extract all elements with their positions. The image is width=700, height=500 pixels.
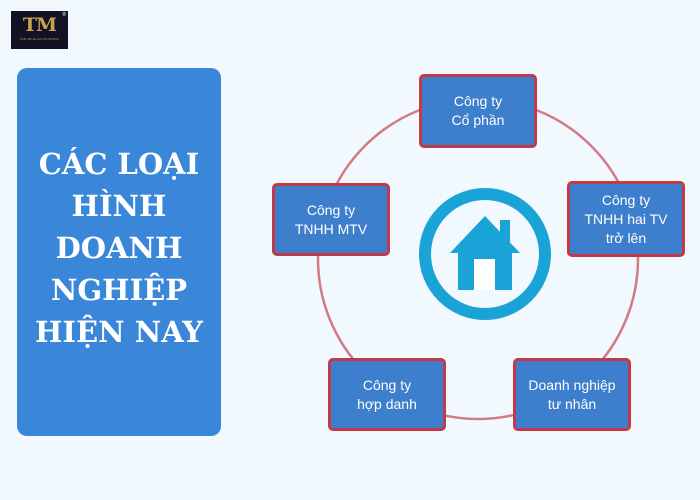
node-label: Công ty hợp danh bbox=[357, 376, 417, 412]
node-label: Doanh nghiệp tư nhân bbox=[528, 376, 616, 412]
node-partnership-company: Công ty hợp danh bbox=[328, 358, 446, 431]
node-llc-two-members: Công ty TNHH hai TV trở lên bbox=[567, 181, 685, 257]
node-label: Công ty TNHH hai TV trở lên bbox=[584, 191, 668, 246]
node-single-member-llc: Công ty TNHH MTV bbox=[272, 183, 390, 256]
node-label: Công ty Cổ phần bbox=[451, 93, 505, 128]
title-panel: CÁC LOẠI HÌNH DOANH NGHIỆP HIỆN NAY bbox=[17, 68, 221, 436]
house-chimney bbox=[500, 220, 510, 242]
node-private-enterprise: Doanh nghiệp tư nhân bbox=[513, 358, 631, 431]
house-door bbox=[474, 259, 495, 290]
house-icon bbox=[419, 188, 551, 320]
registered-mark: ® bbox=[62, 12, 66, 18]
logo-subtitle: TAM MINH ACCOUNTING bbox=[19, 37, 60, 41]
node-joint-stock-company: Công ty Cổ phần bbox=[419, 74, 537, 148]
company-logo: TM TAM MINH ACCOUNTING ® bbox=[11, 11, 68, 49]
house-icon-ring bbox=[419, 188, 551, 320]
page-title: CÁC LOẠI HÌNH DOANH NGHIỆP HIỆN NAY bbox=[35, 147, 203, 349]
node-label: Công ty TNHH MTV bbox=[294, 201, 368, 237]
logo-mark: TM bbox=[22, 14, 57, 36]
